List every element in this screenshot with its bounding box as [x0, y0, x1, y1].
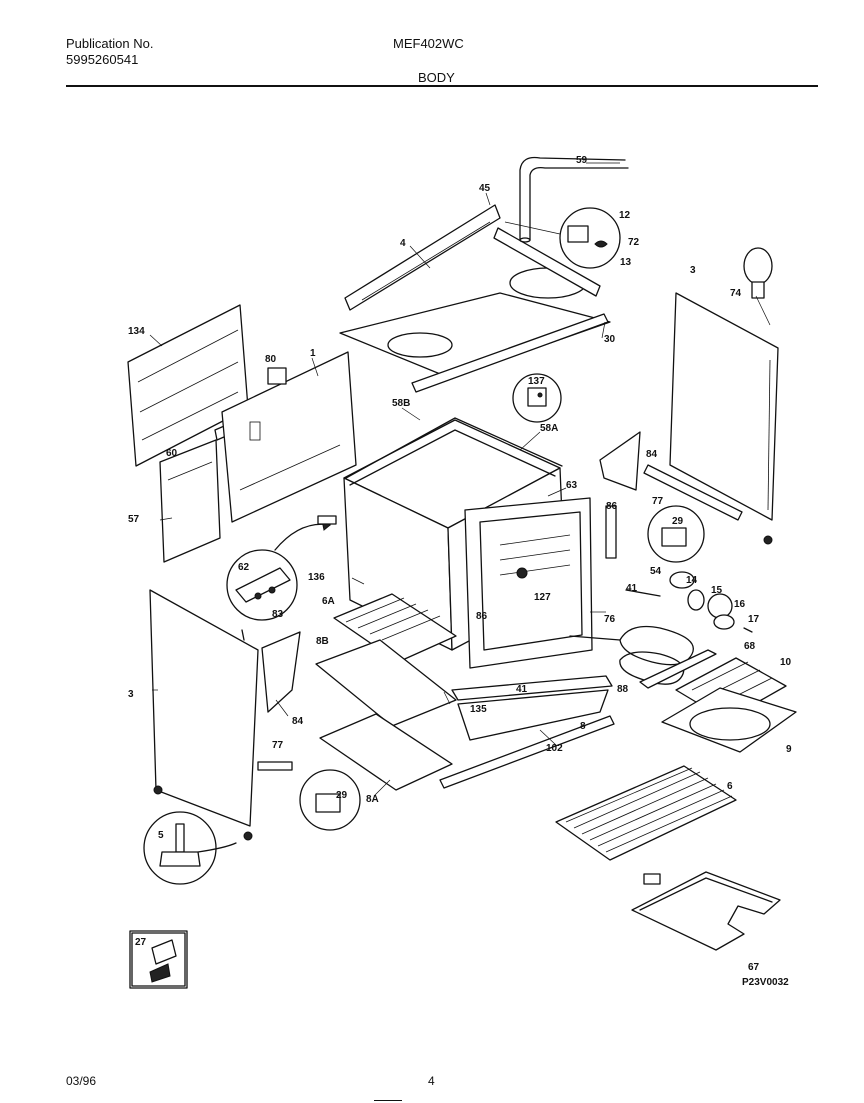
part-label: 8B — [316, 636, 329, 647]
part-label: 62 — [238, 562, 250, 573]
part-label: 1 — [310, 348, 316, 359]
part-label: 27 — [135, 937, 147, 948]
back-panel-1 — [221, 351, 357, 523]
top-panel — [339, 156, 629, 393]
part-label: 3 — [690, 265, 696, 276]
part-label: 6 — [727, 781, 733, 792]
part-label: 15 — [711, 585, 723, 596]
part-label: 6A — [322, 596, 335, 607]
part-label: 134 — [128, 326, 145, 337]
part-label: 74 — [730, 288, 742, 299]
part-label: 4 — [400, 238, 406, 249]
detail-box-27 — [129, 930, 188, 989]
part-label: 41 — [626, 583, 638, 594]
page-number: 4 — [428, 1074, 435, 1088]
part-label: 3 — [128, 689, 134, 700]
part-label: 59 — [576, 155, 588, 166]
part-label: 17 — [748, 614, 760, 625]
footer-date: 03/96 — [66, 1074, 97, 1088]
part-label: 16 — [734, 599, 746, 610]
part-label: 84 — [646, 449, 658, 460]
header-rule — [66, 85, 818, 87]
part-label: 9 — [786, 744, 792, 755]
diagram-code: P23V0032 — [742, 977, 789, 988]
part-label: 136 — [308, 572, 325, 583]
part-label: 102 — [546, 743, 563, 754]
side-panel-left — [149, 589, 301, 827]
switch-detail — [504, 207, 621, 269]
part-label: 30 — [604, 334, 616, 345]
part-label: 80 — [265, 354, 277, 365]
part-label: 58B — [392, 398, 410, 409]
part-label: 5 — [158, 830, 164, 841]
oven-rack-6 — [555, 765, 737, 861]
part-label: 72 — [628, 237, 640, 248]
hinge-detail-right — [647, 505, 705, 563]
part-label: 63 — [566, 480, 578, 491]
part-label: 86 — [606, 501, 618, 512]
part-label: 41 — [516, 684, 528, 695]
part-label: 29 — [672, 516, 684, 527]
part-label: 10 — [780, 657, 792, 668]
hinge-detail-left — [299, 769, 361, 831]
part-label: 45 — [479, 183, 491, 194]
bake-element-67 — [631, 871, 781, 951]
footer-rule — [374, 1100, 402, 1101]
lower-rack-assembly — [315, 593, 615, 791]
part-label: 13 — [620, 257, 632, 268]
part-label: 8A — [366, 794, 379, 805]
part-label: 77 — [272, 740, 284, 751]
part-label: 77 — [652, 496, 664, 507]
part-label: 54 — [650, 566, 662, 577]
part-label: 84 — [292, 716, 304, 727]
terminal-block-detail — [226, 515, 337, 621]
part-label: 135 — [470, 704, 487, 715]
part-labels: 59 45 12 72 13 4 30 3 74 134 80 1 137 58… — [128, 155, 792, 988]
leader-lines — [149, 162, 771, 797]
part-label: 88 — [617, 684, 629, 695]
part-label: 68 — [744, 641, 756, 652]
model-number: MEF402WC — [393, 36, 464, 51]
sensor-detail — [512, 373, 562, 423]
part-label: 29 — [336, 790, 348, 801]
side-panel-right — [599, 292, 779, 545]
part-label: 137 — [528, 376, 545, 387]
part-label: 8 — [580, 721, 586, 732]
bake-element — [569, 625, 717, 689]
light-bulb-74 — [743, 247, 773, 299]
part-label: 58A — [540, 423, 558, 434]
side-panel-57 — [159, 439, 221, 563]
broiler-pan-10-9 — [661, 657, 797, 753]
control-knobs — [625, 571, 753, 633]
part-label: 86 — [476, 611, 488, 622]
part-label: 12 — [619, 210, 631, 221]
part-label: 76 — [604, 614, 616, 625]
part-label: 67 — [748, 962, 760, 973]
publication-number: 5995260541 — [66, 52, 139, 67]
part-label: 57 — [128, 514, 140, 525]
part-label: 14 — [686, 575, 698, 586]
part-label: 60 — [166, 448, 178, 459]
part-label: 127 — [534, 592, 551, 603]
part-label: 83 — [272, 609, 284, 620]
section-title: BODY — [418, 70, 455, 85]
leveling-leg-detail — [143, 785, 253, 885]
publication-label: Publication No. — [66, 36, 154, 51]
